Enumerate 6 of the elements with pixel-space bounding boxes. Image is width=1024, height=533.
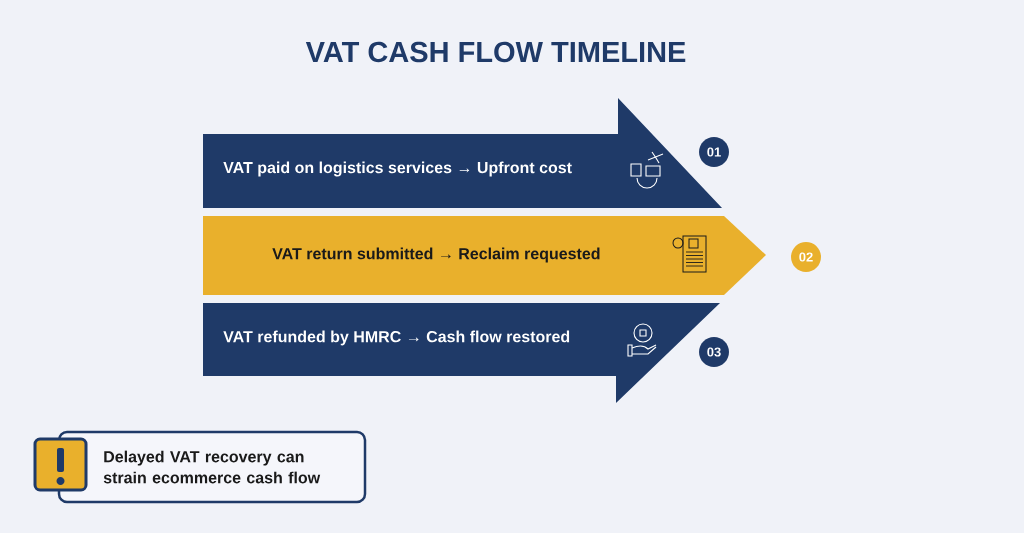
number-badge: 03 [699, 337, 729, 367]
arrow-banner: VAT return submitted → Reclaim requested [203, 216, 766, 295]
number-badge: 01 [699, 137, 729, 167]
number-badge: 02 [791, 242, 821, 272]
note-box: Delayed VAT recovery can strain ecommerce cash flow [57, 430, 367, 504]
title: VAT CASH FLOW TIMELINE [305, 41, 686, 63]
